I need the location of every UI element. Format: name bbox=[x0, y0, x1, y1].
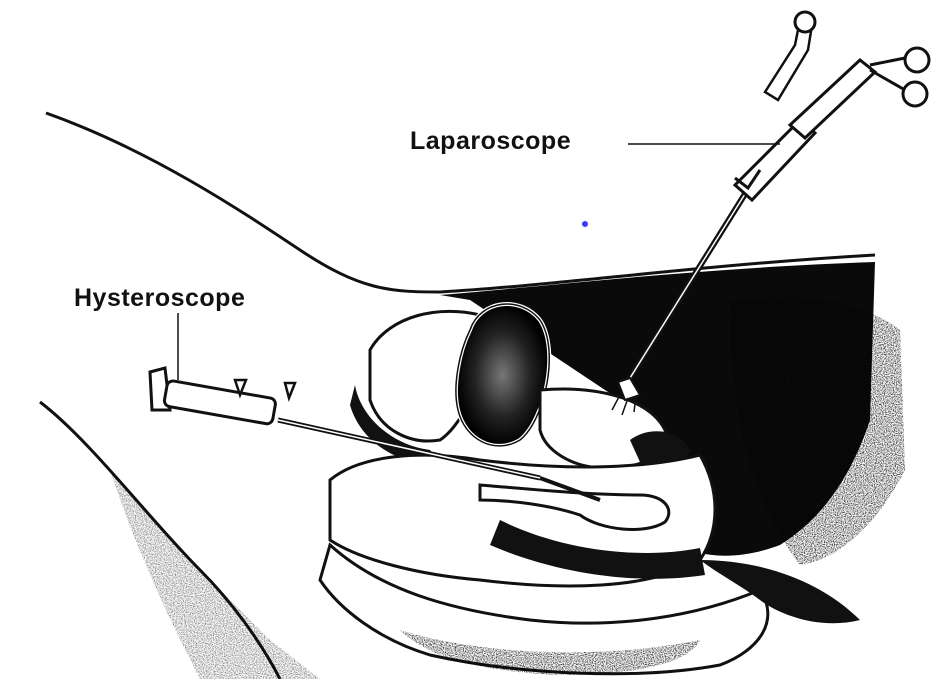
thigh-stipple bbox=[110, 470, 320, 679]
hysteroscope-label: Hysteroscope bbox=[74, 284, 245, 312]
laparoscope-label: Laparoscope bbox=[410, 127, 571, 155]
blue-dot-marker bbox=[582, 221, 588, 227]
uterine-mass bbox=[456, 304, 549, 446]
